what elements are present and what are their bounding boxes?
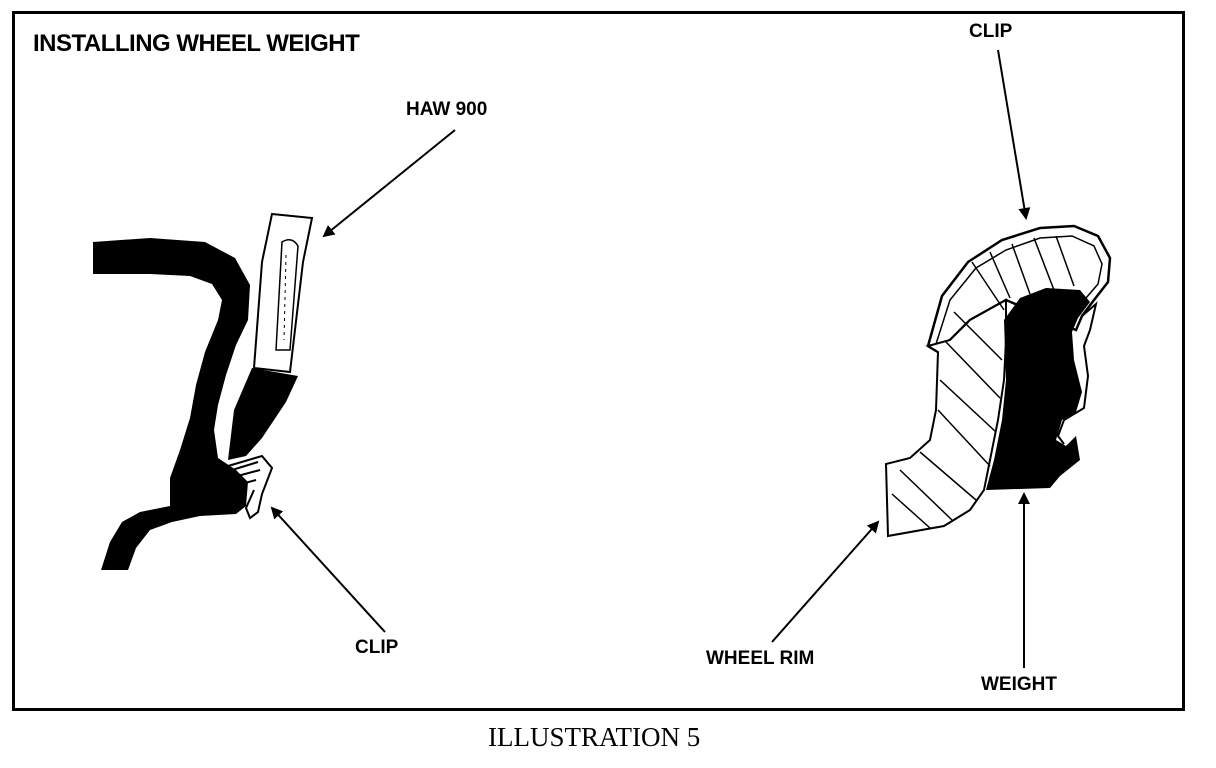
- label-clip-left: CLIP: [355, 637, 399, 658]
- haw-900-tool-head: [228, 368, 298, 460]
- label-wheel-rim: WHEEL RIM: [706, 648, 815, 669]
- arrow-haw-900: [322, 129, 456, 238]
- tool-slot-inner: [283, 254, 287, 341]
- label-haw-900: HAW 900: [406, 99, 488, 120]
- figure-frame: [12, 11, 1185, 711]
- right-illustration: [771, 49, 1112, 668]
- left-clip-hatch: [229, 461, 261, 487]
- arrow-clip-right: [997, 49, 1031, 220]
- rim-hatching: [891, 235, 1075, 529]
- label-clip-right: CLIP: [969, 21, 1013, 42]
- arrow-wheel-rim: [771, 520, 880, 643]
- tool-slot: [275, 239, 299, 351]
- arrow-clip-left: [270, 506, 386, 633]
- figure-title: INSTALLING WHEEL WEIGHT: [33, 30, 360, 57]
- left-clip: [227, 454, 274, 520]
- haw-900-tool-handle: [252, 212, 314, 374]
- figure-caption: ILLUSTRATION 5: [488, 722, 701, 752]
- left-illustration: [93, 129, 456, 633]
- wheel-weight: [986, 288, 1090, 490]
- tire-profile: [93, 238, 250, 570]
- label-weight: WEIGHT: [981, 674, 1057, 695]
- right-clip: [1056, 301, 1098, 445]
